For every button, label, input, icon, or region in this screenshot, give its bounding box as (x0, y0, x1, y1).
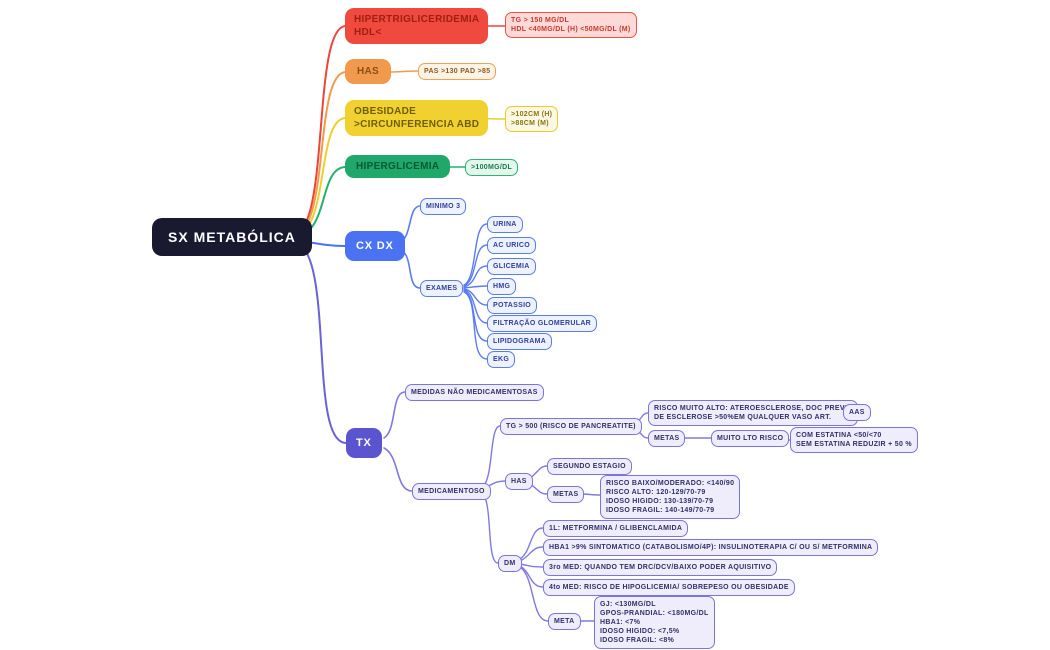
root-node[interactable]: SX METABÓLICA (152, 218, 312, 257)
detail-trigliceridemia-valores[interactable]: TG > 150 MG/DL HDL <40MG/DL (H) <50MG/DL… (505, 12, 637, 39)
node-ac-urico[interactable]: AC URICO (487, 237, 537, 255)
node-glicemia[interactable]: GLICEMIA (487, 258, 536, 276)
node-minimo-3[interactable]: MINIMO 3 (420, 198, 467, 216)
connector-has-segundo (529, 465, 548, 479)
node-dm[interactable]: DM (498, 555, 522, 573)
node-dm-meta-detalhe[interactable]: GJ: <130MG/DL GPOS-PRANDIAL: <180MG/DL H… (594, 596, 715, 650)
node-metas-has[interactable]: METAS (547, 486, 585, 504)
node-muito-alto-risco[interactable]: MUITO LTO RISCO (711, 430, 790, 448)
connector-exames-potassio (463, 288, 488, 306)
node-aas[interactable]: AAS (843, 404, 871, 422)
connector-dm-hba1 (519, 546, 544, 562)
connector-exames-ekg (463, 291, 488, 360)
connector-exames-acurico (463, 244, 488, 287)
node-hmg[interactable]: HMG (487, 278, 517, 296)
node-lipidograma[interactable]: LIPIDOGRAMA (487, 333, 553, 351)
connector-exames-lipidograma (463, 290, 488, 342)
branch-hiperglicemia[interactable]: HIPERGLICEMIA (345, 155, 451, 178)
connector-tx-medidas (383, 391, 406, 439)
node-dm-meta[interactable]: META (548, 613, 581, 631)
connector-tx-medicamentoso (383, 447, 413, 492)
connector-dm-4to (519, 565, 544, 588)
node-filtracao-glomerular[interactable]: FILTRAÇÃO GLOMERULAR (487, 315, 598, 333)
node-dm-4to-med[interactable]: 4to MED: RISCO DE HIPOGLICEMIA/ SOBREPES… (543, 579, 795, 597)
branch-tx[interactable]: TX (346, 428, 382, 459)
detail-has-valores[interactable]: PAS >130 PAD >85 (418, 63, 497, 81)
connector-exames-urina (463, 223, 488, 286)
branch-cx-dx[interactable]: CX DX (345, 231, 405, 262)
branch-hipertrigliceridemia[interactable]: HIPERTRIGLICERIDEMIA HDL< (345, 8, 489, 44)
branch-obesidade[interactable]: OBESIDADE >CIRCUNFERENCIA ABD (345, 100, 489, 136)
connector-dm-meta (519, 566, 549, 622)
node-metas-has-detalhe[interactable]: RISCO BAIXO/MODERADO: <140/90 RISCO ALTO… (600, 475, 741, 520)
node-has-tx[interactable]: HAS (505, 473, 533, 491)
connector-has-detail (388, 70, 419, 73)
node-risco-muito-alto[interactable]: RISCO MUITO ALTO: ATEROESCLEROSE, DOC PR… (648, 400, 859, 427)
connector-dm-1l (519, 527, 544, 560)
node-dm-linha-1[interactable]: 1L: METFORMINA / GLIBENCLAMIDA (543, 520, 689, 538)
connector-root-orange (294, 71, 347, 236)
detail-hiperglicemia-valor[interactable]: >100MG/DL (465, 159, 519, 177)
connector-root-tx (294, 241, 347, 444)
node-estatina-metas[interactable]: COM ESTATINA <50/<70 SEM ESTATINA REDUZI… (790, 427, 918, 454)
node-dm-3ro-med[interactable]: 3ro MED: QUANDO TEM DRC/DCV/BAIXO PODER … (543, 559, 778, 577)
connector-exames-filtracao (463, 289, 488, 324)
node-exames[interactable]: EXAMES (420, 280, 464, 298)
node-medicamentoso[interactable]: MEDICAMENTOSO (412, 483, 491, 501)
connector-has-metas (529, 483, 548, 495)
detail-obesidade-valores[interactable]: >102CM (H) >88CM (M) (505, 106, 559, 133)
node-potassio[interactable]: POTASSIO (487, 297, 538, 315)
connector-exames-glicemia (463, 265, 488, 288)
node-ekg[interactable]: EKG (487, 351, 516, 369)
connector-dm-3ro (519, 563, 544, 568)
connector-exames-hmg (463, 285, 488, 289)
node-segundo-estagio[interactable]: SEGUNDO ESTAGIO (547, 458, 632, 476)
node-tg-500[interactable]: TG > 500 (RISCO DE PANCREATITE) (500, 418, 642, 436)
connector-med-tg500 (481, 425, 501, 488)
connector-root-red (294, 25, 347, 235)
node-medidas-nao-medicamentosas[interactable]: MEDIDAS NÃO MEDICAMENTOSAS (405, 384, 544, 402)
connector-med-dm (481, 493, 499, 564)
branch-has[interactable]: HAS (345, 59, 392, 84)
node-dm-hba1[interactable]: HBA1 >9% SINTOMATICO (CATABOLISMO/4P): I… (543, 539, 879, 557)
node-urina[interactable]: URINA (487, 216, 523, 234)
node-metas-tg[interactable]: METAS (648, 430, 686, 448)
